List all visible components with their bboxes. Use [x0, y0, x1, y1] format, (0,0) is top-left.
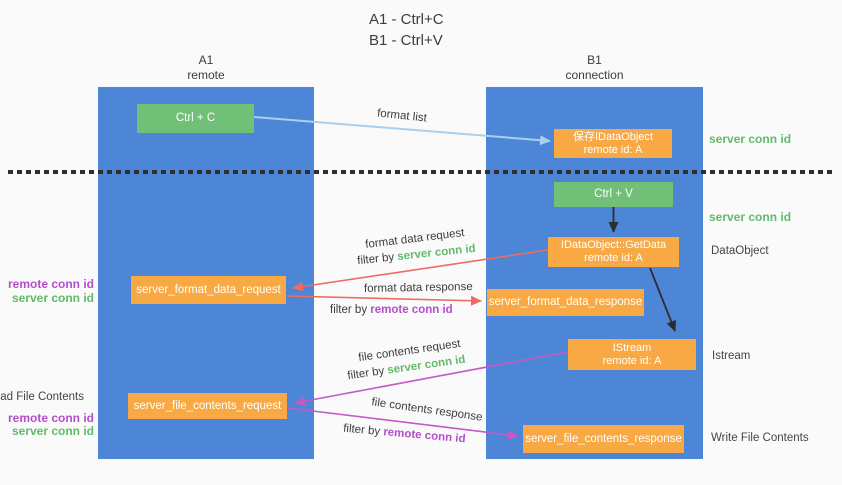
node-server-file-contents-request: server_file_contents_request	[128, 393, 287, 419]
lane-b1-subtitle: connection	[565, 68, 624, 82]
lane-a1-name: A1	[198, 53, 214, 67]
server-conn-id-text: server conn id	[396, 242, 477, 263]
diagram-title: A1 - Ctrl+C B1 - Ctrl+V	[369, 9, 444, 51]
side-remote-conn-id-2: remote conn id	[7, 411, 94, 425]
node-file-response-label: server_file_contents_response	[525, 432, 682, 445]
filter-by-prefix: filter by	[356, 251, 398, 268]
label-file-contents-response: file contents response	[370, 396, 484, 424]
node-format-request-label: server_format_data_request	[136, 283, 281, 296]
node-ctrl-c-label: Ctrl + C	[175, 112, 216, 124]
node-save-idataobject-line2: remote id: A	[583, 143, 643, 156]
node-getdata-line2: remote id: A	[584, 252, 643, 264]
node-idataobject-getdata: IDataObject::GetData remote id: A	[548, 237, 679, 267]
node-server-format-data-request: server_format_data_request	[131, 276, 286, 304]
node-getdata-line1: IDataObject::GetData	[560, 239, 667, 251]
label-filter-remote-conn-id-1: filter by remote conn id	[330, 304, 453, 316]
label-format-data-response: format data response	[363, 281, 473, 295]
node-file-request-label: server_file_contents_request	[133, 399, 282, 412]
side-server-conn-id-top: server conn id	[709, 132, 792, 146]
side-server-conn-id-1: server conn id	[11, 291, 94, 305]
lane-b1-name: B1	[587, 53, 602, 67]
remote-conn-id-text: remote conn id	[370, 304, 453, 316]
filter-by-prefix: filter by	[342, 422, 384, 439]
node-istream-line2: remote id: A	[602, 354, 662, 367]
node-istream: IStream remote id: A	[568, 339, 696, 370]
node-server-file-contents-response: server_file_contents_response	[523, 425, 684, 453]
side-server-conn-id-2: server conn id	[11, 424, 94, 438]
remote-conn-id-text: remote conn id	[382, 426, 466, 446]
lane-a1-subtitle: remote	[187, 68, 225, 82]
side-server-conn-id-mid: server conn id	[709, 210, 792, 224]
side-dataobject: DataObject	[711, 245, 769, 257]
node-save-idataobject-line1: 保存IDataObject	[572, 130, 654, 143]
lane-b1-header: B1 connection	[486, 53, 703, 83]
filter-by-prefix: filter by	[346, 364, 389, 383]
lane-a1-header: A1 remote	[98, 53, 314, 83]
side-read-file-contents: Read File Contents	[0, 391, 84, 403]
filter-by-prefix: filter by	[330, 304, 371, 316]
title-line-1: A1 - Ctrl+C	[369, 11, 444, 28]
node-ctrl-v-label: Ctrl + V	[594, 188, 633, 200]
node-save-idataobject: 保存IDataObject remote id: A	[554, 129, 672, 158]
label-format-list: format list	[376, 107, 428, 125]
node-server-format-data-response: server_format_data_response	[487, 289, 644, 316]
node-format-response-label: server_format_data_response	[488, 296, 643, 308]
label-filter-remote-conn-id-2: filter by remote conn id	[343, 423, 466, 446]
side-write-file-contents: Write File Contents	[711, 432, 809, 444]
node-ctrl-v: Ctrl + V	[554, 182, 673, 207]
side-istream: Istream	[712, 350, 751, 362]
title-line-2: B1 - Ctrl+V	[369, 32, 443, 49]
side-remote-conn-id-1: remote conn id	[7, 277, 94, 291]
dotted-divider-line	[8, 170, 834, 174]
node-istream-line1: IStream	[612, 341, 652, 354]
arrow-format-data-response	[286, 295, 482, 306]
node-ctrl-c: Ctrl + C	[137, 104, 254, 133]
